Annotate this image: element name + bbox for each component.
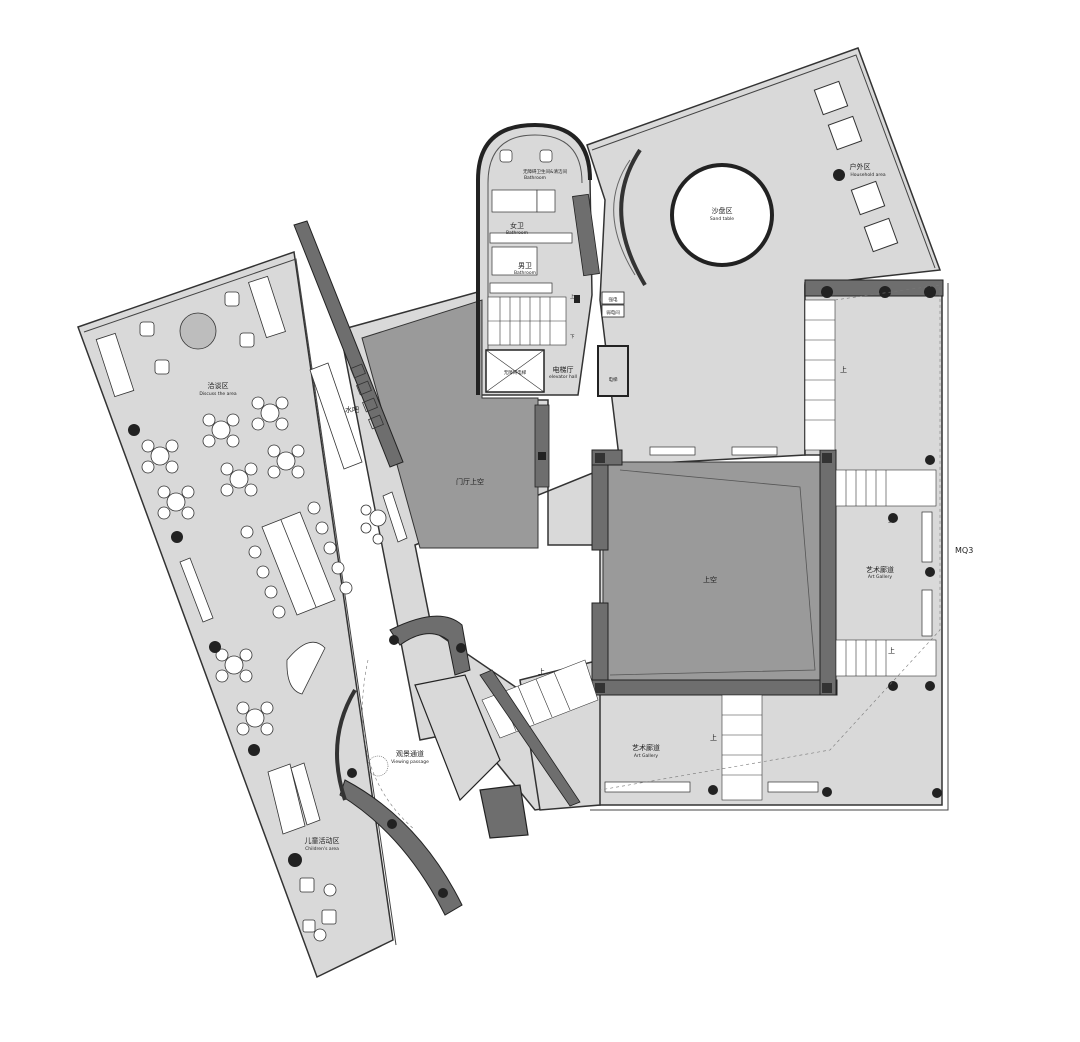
label-down: 下 (570, 334, 575, 340)
label-elevator-hall-en: elevator hall (549, 374, 577, 380)
label-children-en: Children's area (305, 846, 339, 852)
outdoor-seats (813, 80, 899, 253)
label-elevator-1: 无障碍电梯 (504, 369, 527, 376)
label-gallery-cn-1: 艺术廊道 (866, 565, 894, 574)
label-children-cn: 儿童活动区 (305, 836, 340, 845)
sand-table (670, 163, 774, 267)
label-household-en: Household area (850, 172, 886, 178)
label-up-1: 上 (840, 365, 847, 374)
restroom-inner-wall (487, 134, 583, 390)
label-lobby-up: 门厅上空 (456, 477, 484, 486)
viewing-curve-wall-outer (389, 615, 471, 676)
label-bathroom-3: Bathroom (514, 270, 536, 276)
label-up-3: 上 (888, 646, 895, 655)
lounge-rug (179, 312, 217, 350)
viewing-columns (347, 635, 466, 898)
viewing-diag-wall (479, 669, 581, 807)
atrium-walls (591, 449, 838, 696)
east-gallery-columns (708, 455, 942, 798)
viewing-curve-wall-south (339, 779, 463, 916)
table-set-6 (157, 485, 195, 520)
south-stair (721, 694, 763, 801)
curved-screen-inner (613, 159, 636, 276)
label-bathroom-2: Bathroom (506, 230, 528, 236)
atrium-void (602, 461, 829, 683)
east-stair-bottom (835, 639, 937, 677)
sculpture (286, 641, 326, 695)
label-elevator-hall-cn: 电梯厅 (553, 365, 574, 374)
label-bathroom-1: Bathroom (524, 175, 546, 181)
label-viewing-en: Viewing passage (391, 759, 429, 765)
round-tables (141, 396, 387, 736)
label-up-2: 上 (888, 515, 895, 524)
label-atrium-up: 上空 (703, 575, 717, 584)
label-household-cn: 户外区 (850, 162, 871, 171)
label-water-bar: 水吧 (345, 405, 359, 414)
core-column-2 (574, 295, 580, 303)
benches (179, 491, 408, 623)
gallery-north-wall (804, 279, 944, 297)
table-set-8 (236, 701, 274, 736)
table-set-2 (202, 413, 240, 448)
east-stair-top (835, 469, 937, 507)
label-gallery-cn-2: 艺术廊道 (632, 743, 660, 752)
elevator-1 (485, 349, 545, 393)
outdoor-column (833, 169, 845, 181)
restroom-fixtures (489, 149, 573, 294)
atrium-columns (595, 453, 832, 693)
table-set-3 (141, 439, 179, 474)
label-gallery-en-1: Art Gallery (868, 574, 892, 580)
children-furniture (267, 762, 337, 942)
core-column (538, 452, 546, 460)
label-up-6: 上 (570, 293, 575, 300)
label-strong-elec: 强电 (609, 296, 618, 303)
label-sand-cn: 沙盘区 (712, 206, 733, 215)
left-wing-floor (77, 250, 394, 979)
meeting-table (240, 501, 353, 619)
label-male: 男卫 (518, 262, 532, 270)
label-up-5: 上 (538, 667, 545, 676)
lounge-sofas (95, 275, 286, 398)
table-set-1 (251, 396, 289, 431)
label-weak-elec: 弱电间 (606, 309, 620, 316)
left-columns (128, 424, 302, 867)
label-barrier-free: 无障碍卫生间&清洁间 (523, 168, 568, 175)
label-sand-en: Sand table (710, 216, 734, 222)
label-mq: MQ3 (955, 546, 973, 555)
label-discuss-cn: 洽谈区 (208, 381, 229, 390)
label-viewing-cn: 观景通道 (396, 749, 424, 758)
restroom-outer-wall (476, 122, 592, 395)
viewing-curve-screen (335, 688, 357, 801)
water-bar-wall (293, 220, 404, 468)
label-elevator-2: 电梯 (609, 376, 618, 383)
table-set-5 (220, 462, 258, 497)
water-bar-counter (309, 362, 363, 470)
gallery-north-columns (821, 286, 936, 298)
table-set-4 (267, 444, 305, 479)
core-walls (534, 193, 625, 488)
elevator-2 (597, 345, 629, 397)
east-stair-vertical (804, 299, 836, 451)
label-discuss-en: Discuss the area (199, 391, 237, 397)
table-set-7 (215, 648, 253, 683)
table-set-9 (360, 504, 387, 545)
atrium-dash (609, 469, 816, 676)
plant-cluster (367, 755, 389, 777)
water-bar-fixtures (350, 363, 384, 430)
label-female: 女卫 (510, 221, 524, 230)
curved-screen (619, 148, 647, 287)
lobby-void (361, 299, 539, 549)
label-up-4: 上 (710, 733, 717, 742)
gallery-display-panels (604, 446, 933, 793)
text-labels: 洽谈区 Discuss the area 水吧 户外区 Household ar… (199, 162, 973, 852)
viewing-core (414, 674, 529, 839)
viewing-arc (362, 659, 416, 831)
core-stair (487, 296, 567, 346)
label-gallery-en-2: Art Gallery (634, 753, 658, 759)
gallery-dash-line (599, 284, 941, 791)
